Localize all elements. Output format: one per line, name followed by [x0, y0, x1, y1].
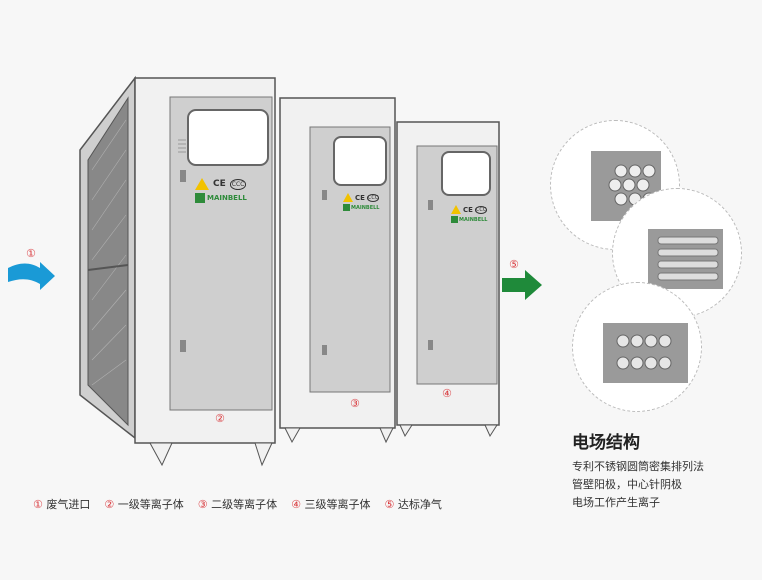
- info-title: 电场结构: [572, 433, 640, 453]
- marker-stage-1: ②: [215, 412, 225, 425]
- brand-name: MAINBELL: [207, 194, 247, 202]
- detail-circle-3: [572, 282, 702, 412]
- legend-item: ① 废气进口: [33, 498, 91, 511]
- outlet-arrow: [502, 270, 542, 300]
- info-line: 专利不锈钢圆筒密集排列法: [572, 460, 704, 473]
- ce-mark: CE: [213, 179, 226, 189]
- cabinet-1-label: CE CCC MAINBELL: [195, 178, 265, 203]
- marker-stage-2: ③: [350, 397, 360, 410]
- legend: ① 废气进口 ② 一级等离子体 ③ 二级等离子体 ④ 三级等离子体 ⑤ 达标净气: [33, 496, 442, 512]
- legend-item: ⑤ 达标净气: [384, 498, 442, 511]
- marker-stage-3: ④: [442, 387, 452, 400]
- warning-icon: [451, 205, 461, 214]
- brand-logo-icon: [451, 216, 458, 223]
- info-description: 专利不锈钢圆筒密集排列法 管壁阳极，中心针阴极 电场工作产生离子: [572, 458, 704, 512]
- legend-item: ② 一级等离子体: [104, 498, 184, 511]
- warning-icon: [343, 193, 353, 202]
- warning-icon: [195, 178, 209, 190]
- ccc-mark: CCC: [474, 205, 488, 214]
- tube-angle-icon: [603, 323, 688, 383]
- brand-name: MAINBELL: [459, 216, 488, 223]
- legend-item: ④ 三级等离子体: [291, 498, 371, 511]
- brand-logo-icon: [343, 204, 350, 211]
- legend-item: ③ 二级等离子体: [197, 498, 278, 511]
- info-line: 管壁阳极，中心针阴极: [572, 478, 682, 491]
- marker-outlet: ⑤: [509, 258, 519, 271]
- ccc-mark: CCC: [229, 178, 247, 190]
- brand-logo-icon: [195, 193, 205, 203]
- ce-mark: CE: [355, 193, 365, 202]
- ccc-mark: CCC: [366, 193, 380, 202]
- brand-name: MAINBELL: [351, 204, 380, 211]
- inlet-arrow: [8, 262, 55, 290]
- info-line: 电场工作产生离子: [572, 496, 660, 509]
- machine-illustration: [8, 75, 542, 467]
- detail-circle-1: [550, 120, 680, 250]
- tube-side-icon: [648, 229, 723, 289]
- marker-inlet: ①: [26, 247, 36, 260]
- cabinet-2-label: CE CCC MAINBELL: [343, 193, 389, 211]
- cabinet-3-label: CE CCC MAINBELL: [451, 205, 495, 223]
- ce-mark: CE: [463, 205, 473, 214]
